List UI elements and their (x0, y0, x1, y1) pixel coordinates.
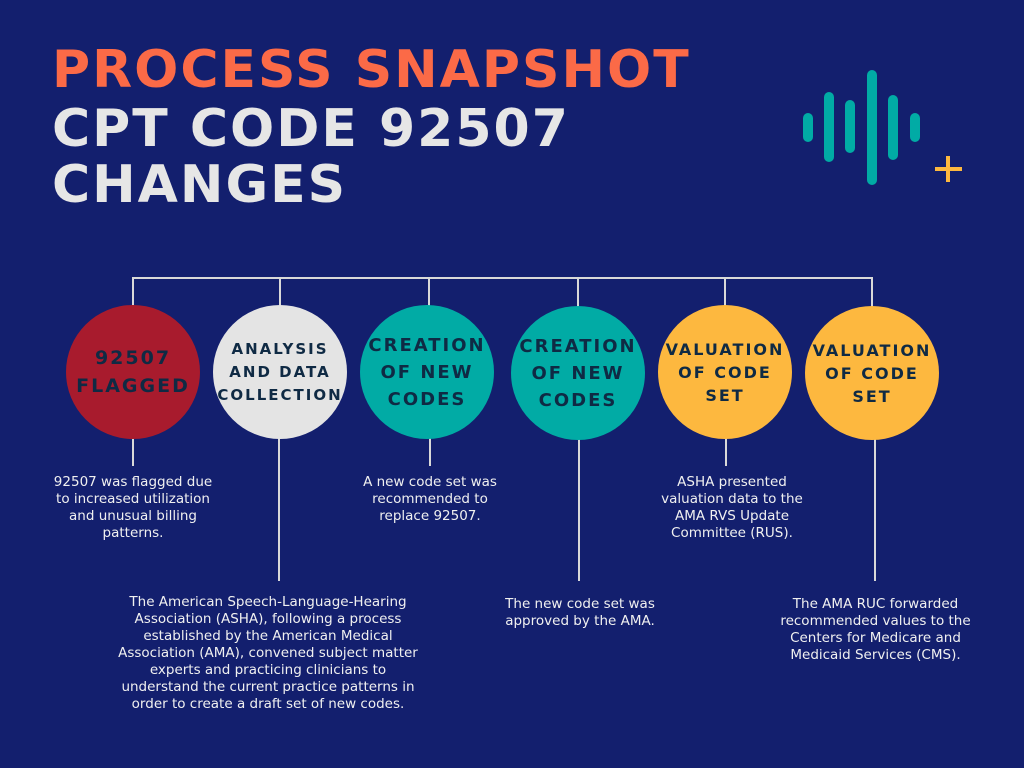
step-circle-creation-2: CREATION OF NEW CODES (511, 306, 645, 440)
connector-top (428, 277, 430, 307)
step-description: The American Speech-Language-Hearing Ass… (118, 594, 418, 712)
connector-bottom (578, 438, 580, 581)
title-line-2: CPT CODE 92507 (52, 99, 570, 159)
connector-bottom (429, 438, 431, 466)
connector-top (279, 277, 281, 307)
step-label: CREATION OF NEW CODES (519, 335, 637, 411)
step-circle-valuation-1: VALUATION OF CODE SET (658, 305, 792, 439)
step-description: The AMA RUC forwarded recommended values… (780, 596, 971, 663)
step-circle-creation-1: CREATION OF NEW CODES (360, 305, 494, 439)
step-label: VALUATION OF CODE SET (665, 339, 785, 405)
connector-bottom (278, 438, 280, 581)
connector-bottom (132, 438, 134, 466)
step-description: 92507 was flagged due to increased utili… (53, 474, 213, 541)
step-description: A new code set was recommended to replac… (363, 474, 497, 524)
step-description: The new code set was approved by the AMA… (505, 596, 655, 629)
soundwave-plus-icon (803, 70, 962, 185)
title-line-3: CHANGES (52, 155, 348, 215)
step-circle-valuation-2: VALUATION OF CODE SET (805, 306, 939, 440)
step-circle-analysis: ANALYSIS AND DATA COLLECTION (213, 305, 347, 439)
step-description: ASHA presented valuation data to the AMA… (661, 474, 803, 541)
connector-top (132, 277, 134, 307)
step-label: VALUATION OF CODE SET (812, 340, 932, 406)
connector-bottom (725, 438, 727, 466)
title-line-1: PROCESS SNAPSHOT (52, 40, 691, 100)
connector-top (871, 277, 873, 307)
connector-horizontal (133, 277, 873, 279)
step-label: ANALYSIS AND DATA COLLECTION (217, 339, 343, 404)
connector-top (577, 277, 579, 307)
step-label: CREATION OF NEW CODES (368, 334, 486, 410)
step-label: 92507 FLAGGED (76, 347, 190, 397)
connector-top (724, 277, 726, 307)
connector-bottom (874, 438, 876, 581)
step-circle-92507-flagged: 92507 FLAGGED (66, 305, 200, 439)
